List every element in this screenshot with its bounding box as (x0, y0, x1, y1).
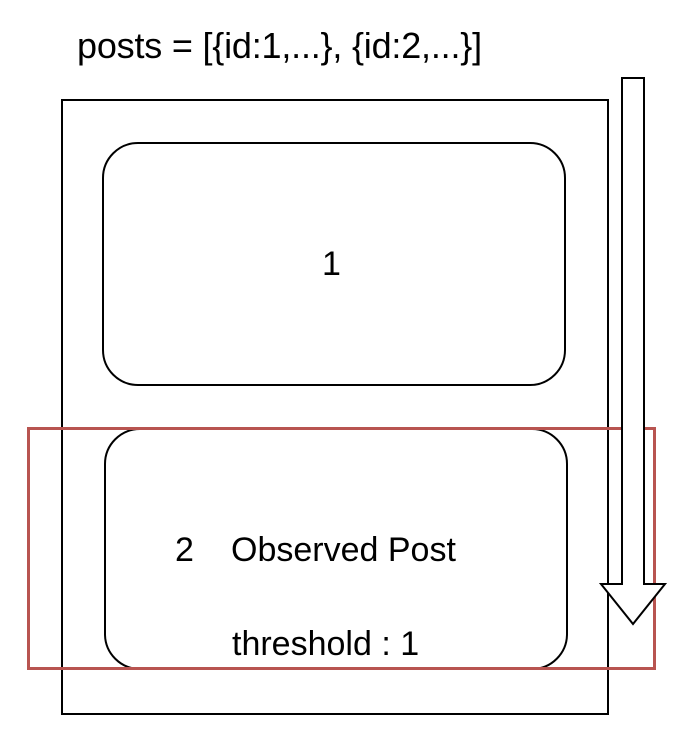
scroll-container (61, 99, 609, 715)
post-card-1 (102, 142, 566, 386)
posts-array-label: posts = [{id:1,...}, {id:2,...}] (77, 25, 482, 66)
post-2-id: 2 (175, 531, 194, 569)
post-2-title: Observed Post (231, 531, 456, 569)
post-1-id: 1 (322, 245, 341, 283)
intersection-observer-viewport (27, 427, 656, 670)
down-arrow-shape (598, 77, 668, 626)
post-2-threshold: threshold : 1 (232, 625, 420, 663)
down-arrow-icon (598, 77, 668, 626)
